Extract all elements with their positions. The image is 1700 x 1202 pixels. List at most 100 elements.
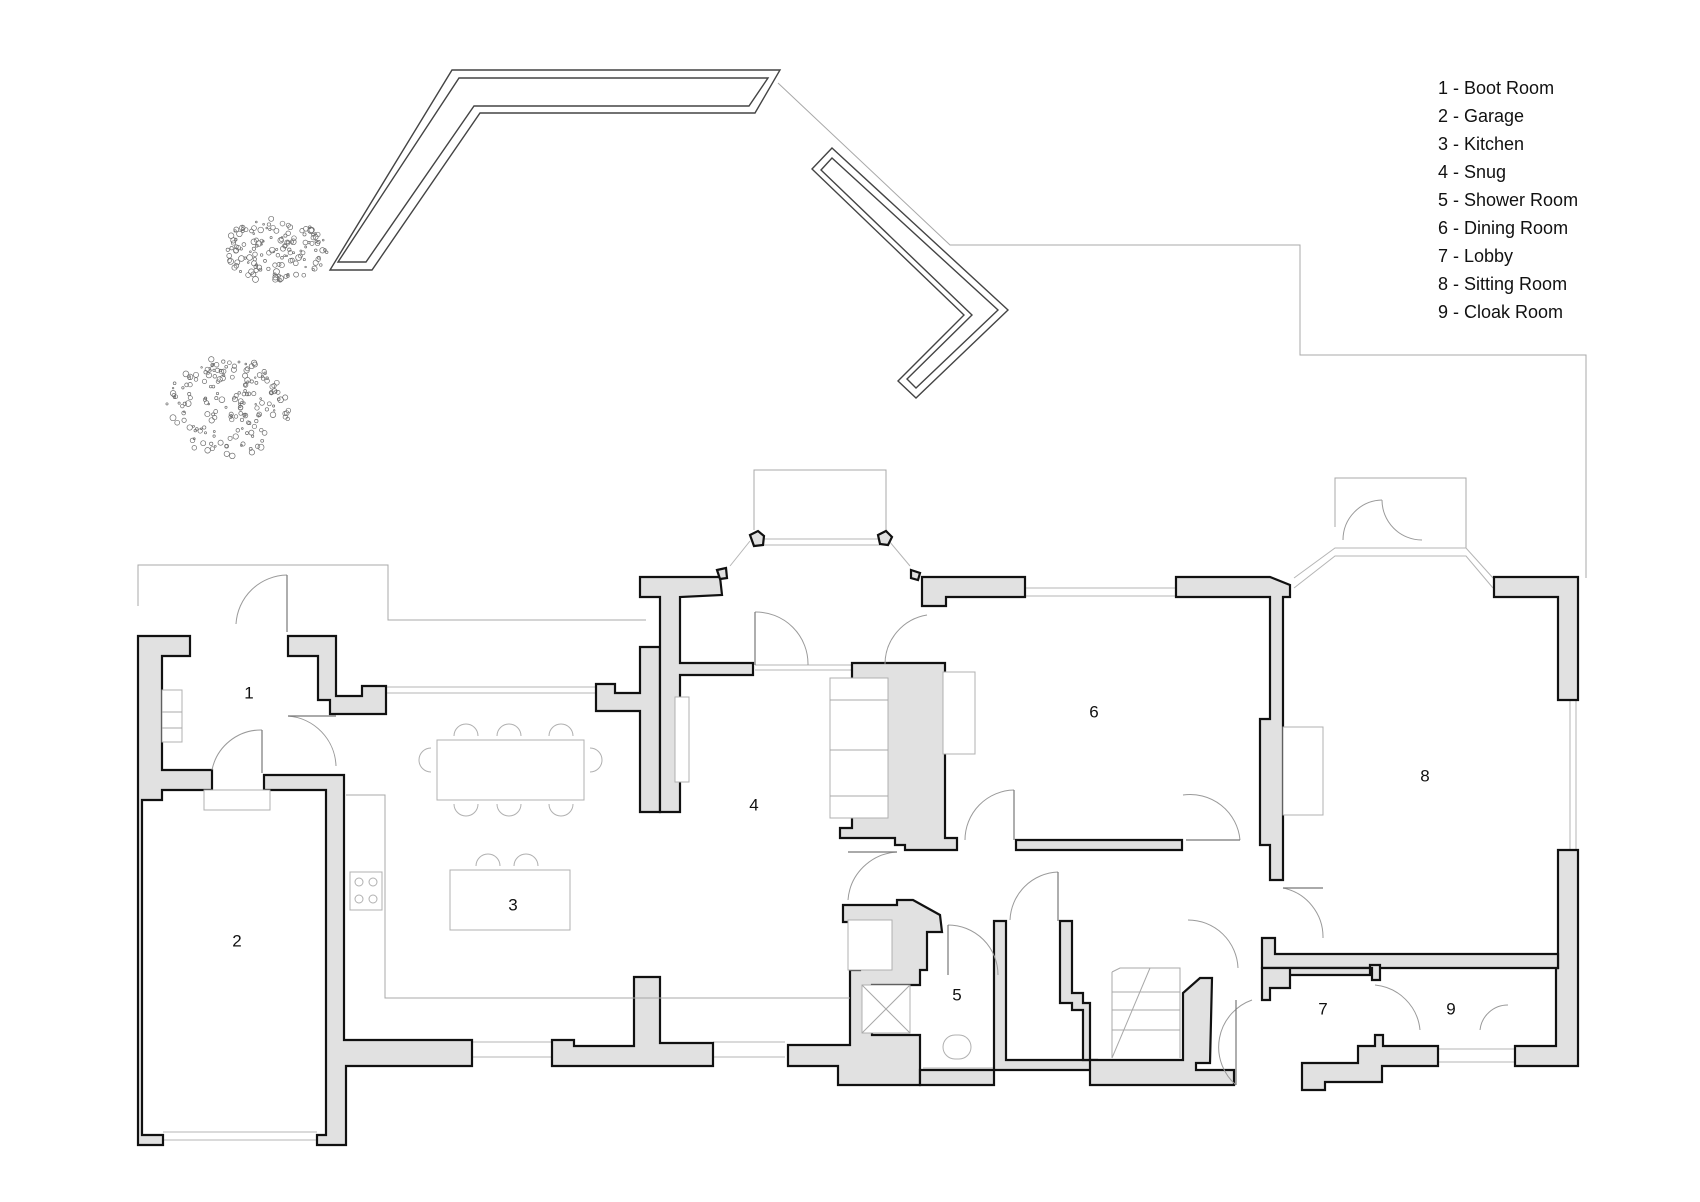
shrub-leaf [212,434,216,438]
room-labels: 1 2 3 4 5 6 7 8 9 [232,683,1455,1018]
shrub-leaf [243,383,248,387]
shrub-leaf [182,370,190,378]
shrub-leaf [269,246,276,254]
legend-item: 3 - Kitchen [1438,130,1578,158]
pier-bay-4 [909,568,922,582]
shrub-leaf [187,392,192,396]
shrub-leaf [254,243,259,248]
shrub-leaf [246,261,250,264]
kitchen-island [449,869,571,931]
shrub-leaf [251,423,257,430]
door-dining-snug [964,789,1015,841]
shrub-leaf [171,393,176,398]
shrub-leaf [311,265,318,272]
shrub-leaf [245,272,251,278]
door-bootroom-north [235,574,288,625]
bootroom-bench [161,689,183,743]
shrub-leaf [265,376,269,380]
legend-number: 5 [1438,190,1449,210]
shrub-leaf [241,242,247,247]
shrub-leaf [285,240,290,245]
shrub-leaf [304,265,307,269]
shrub-leaf [272,262,278,268]
shrub-leaf [241,225,244,228]
shrub-leaf [195,427,199,431]
door-sitting [1282,887,1324,939]
shrub-leaf [201,378,208,384]
shrub-leaf [251,246,256,251]
shrub-leaf [259,400,265,406]
door-cloak [1374,984,1421,1031]
shrub-leaf [182,401,187,406]
shrub-leaf [246,254,253,261]
shrub-leaf [169,414,177,422]
shrub-leaf [239,417,245,422]
shrub-leaf [187,382,193,388]
shrub-leaf [231,396,238,403]
wall-dining-north-east [1174,575,1292,882]
shrub-leaf [280,245,286,252]
shrub-leaf [313,232,317,236]
shrub-leaf [248,447,253,451]
shrub-leaf [266,222,271,227]
hob [349,871,383,911]
shrub-leaf [251,225,257,231]
legend-room-name: Snug [1464,162,1507,182]
wall-rear-corridor [1088,976,1236,1087]
shrub-leaf [243,256,247,260]
shrub-leaf [202,425,207,430]
legend-room-name: Dining Room [1464,218,1569,238]
shrub-leaf [295,254,302,261]
shrub-leaf [229,246,234,251]
shrub-leaf [169,390,177,397]
legend-separator: - [1448,190,1465,210]
shrub-leaf [172,381,177,386]
legend-number: 6 [1438,218,1449,238]
wall-sitting-south [1260,936,1560,970]
wall-garage-west [136,634,214,1147]
dining-table-kitchen [436,739,585,801]
legend-item: 8 - Sitting Room [1438,270,1578,298]
shrub-leaf [269,236,273,240]
wall-snug-bay-west [638,575,755,814]
shrub-leaf [272,404,276,408]
legend-separator: - [1448,246,1465,266]
shrub-leaf [212,430,216,433]
shrub-leaf [240,400,244,405]
shrub-leaf [227,435,233,441]
door-lobby-north [1187,919,1239,969]
shrub-leaf [264,407,269,412]
wall-dining-south [1014,838,1184,852]
shrub-leaf [224,444,229,449]
shrub-leaf [184,400,192,407]
shrub-leaf [233,414,239,419]
shrub-leaf [208,356,215,363]
shrub-leaf [251,434,255,438]
wall-dining-north-west [920,575,1027,608]
shrub-leaf [193,371,199,378]
shrub-leaf [214,396,219,401]
shrub-leaf [215,379,221,384]
legend-room-name: Boot Room [1464,78,1555,98]
shrub-leaf [187,376,191,380]
shrub-leaf [243,367,250,374]
shrub-leaf [260,438,265,443]
shrub-leaf [275,390,281,395]
shrub-leaf [204,400,210,406]
legend-room-name: Kitchen [1464,134,1525,154]
shrub-leaf [287,224,294,231]
shrub-leaf [256,411,262,417]
shrub-leaf [319,263,323,267]
shrub-leaf [180,403,185,409]
shrub-leaf [271,388,278,395]
shrub-leaf [253,267,259,273]
shrub-leaf [290,238,297,246]
wall-bootroom-east [286,634,388,716]
snug-sofa [829,677,889,819]
door-lobby-south [1218,999,1253,1086]
shrub-leaf [223,450,230,457]
shrub-leaf [304,245,308,249]
shrub-leaf [256,412,261,418]
legend-room-name: Lobby [1464,246,1514,266]
